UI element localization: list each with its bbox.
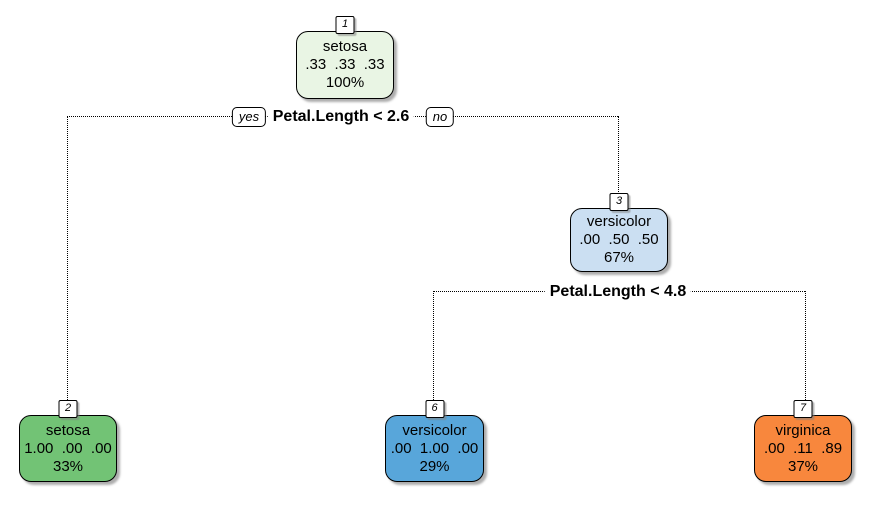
edge-label-yes: yes [231,107,267,127]
node-6-number-tab: 6 [425,400,444,418]
node-6-class: versicolor [402,421,467,439]
node-2-class: setosa [45,421,91,439]
node-1-class: setosa [322,38,368,55]
split1-condition: Petal.Length < 2.6 [267,108,415,126]
node-6-probabilities: .00 1.00 .00 [390,439,479,457]
tree-node-7: 7 virginica .00 .11 .89 37% [754,400,852,482]
node-1-coverage: 100% [325,74,365,91]
edge-to-node3 [618,116,619,192]
edge-label-no: no [425,107,455,127]
node-3-coverage: 67% [603,249,635,266]
node-2-number-tab: 2 [58,400,78,418]
edge-to-node2 [67,116,68,400]
edge-to-node7 [805,291,806,400]
node-2-coverage: 33% [52,457,84,475]
node-6-coverage: 29% [419,457,450,475]
tree-node-2: 2 setosa 1.00 .00 .00 33% [19,400,117,482]
split2-condition: Petal.Length < 4.8 [544,283,692,301]
tree-node-6: 6 versicolor .00 1.00 .00 29% [385,400,484,482]
tree-node-3: 3 versicolor .00 .50 .50 67% [570,193,668,272]
node-3-probabilities: .00 .50 .50 [579,231,659,248]
node-7-probabilities: .00 .11 .89 [763,439,843,457]
node-7-coverage: 37% [787,457,819,475]
node-1-number-tab: 1 [335,16,355,34]
node-7-number-tab: 7 [793,400,813,418]
node-7-class: virginica [775,421,831,439]
node-2-probabilities: 1.00 .00 .00 [24,439,112,457]
node-3-class: versicolor [586,213,652,230]
edge-to-node6 [433,291,434,400]
node-1-probabilities: .33 .33 .33 [305,56,385,73]
node-3-number-tab: 3 [609,193,629,211]
tree-node-1: 1 setosa .33 .33 .33 100% [296,16,394,99]
